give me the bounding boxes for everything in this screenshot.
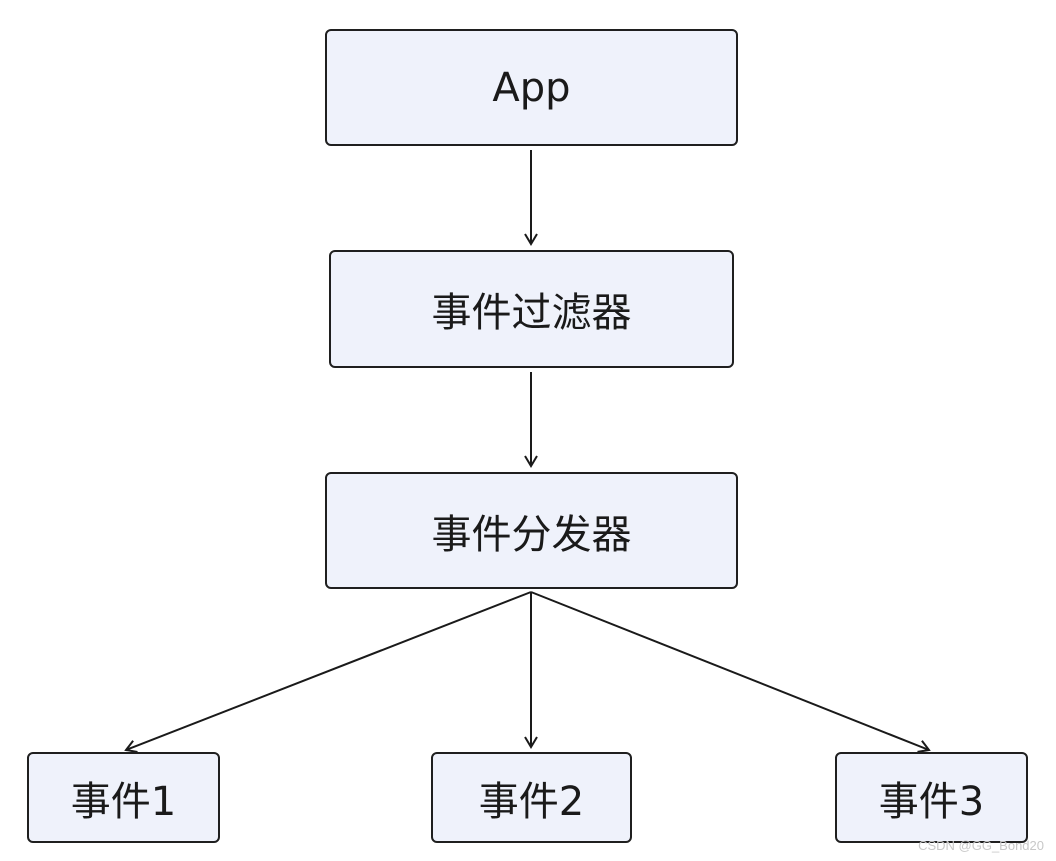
edge-dispatcher-to-event3 bbox=[530, 591, 931, 753]
node-event-2: 事件2 bbox=[431, 752, 632, 843]
node-event-1: 事件1 bbox=[27, 752, 220, 843]
node-event-dispatcher: 事件分发器 bbox=[325, 472, 738, 589]
node-event-3: 事件3 bbox=[835, 752, 1028, 843]
node-event-filter: 事件过滤器 bbox=[329, 250, 734, 368]
edge-dispatcher-to-event1 bbox=[124, 591, 532, 753]
node-app: App bbox=[325, 29, 738, 146]
watermark: CSDN @GG_Bond20 bbox=[918, 838, 1044, 853]
